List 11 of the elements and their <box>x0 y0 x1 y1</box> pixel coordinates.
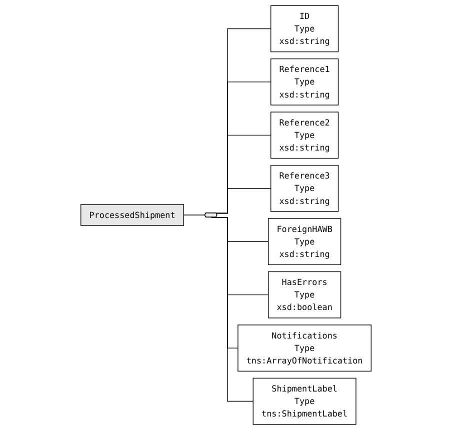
node-box: ProcessedShipment <box>80 204 184 226</box>
node-box: ID Type xsd:string <box>270 5 339 52</box>
node-box: Reference1 Type xsd:string <box>270 58 339 106</box>
node-box: Reference3 Type xsd:string <box>270 164 339 212</box>
node-box: ForeignHAWB Type xsd:string <box>268 218 342 266</box>
connector <box>211 217 254 402</box>
node-box: Reference2 Type xsd:string <box>270 112 339 159</box>
node-box: ShipmentLabel Type tns:ShipmentLabel <box>252 378 356 425</box>
node-box: Notifications Type tns:ArrayOfNotification <box>238 324 372 372</box>
connector <box>183 214 206 216</box>
node-box: HasErrors Type xsd:boolean <box>268 271 342 318</box>
